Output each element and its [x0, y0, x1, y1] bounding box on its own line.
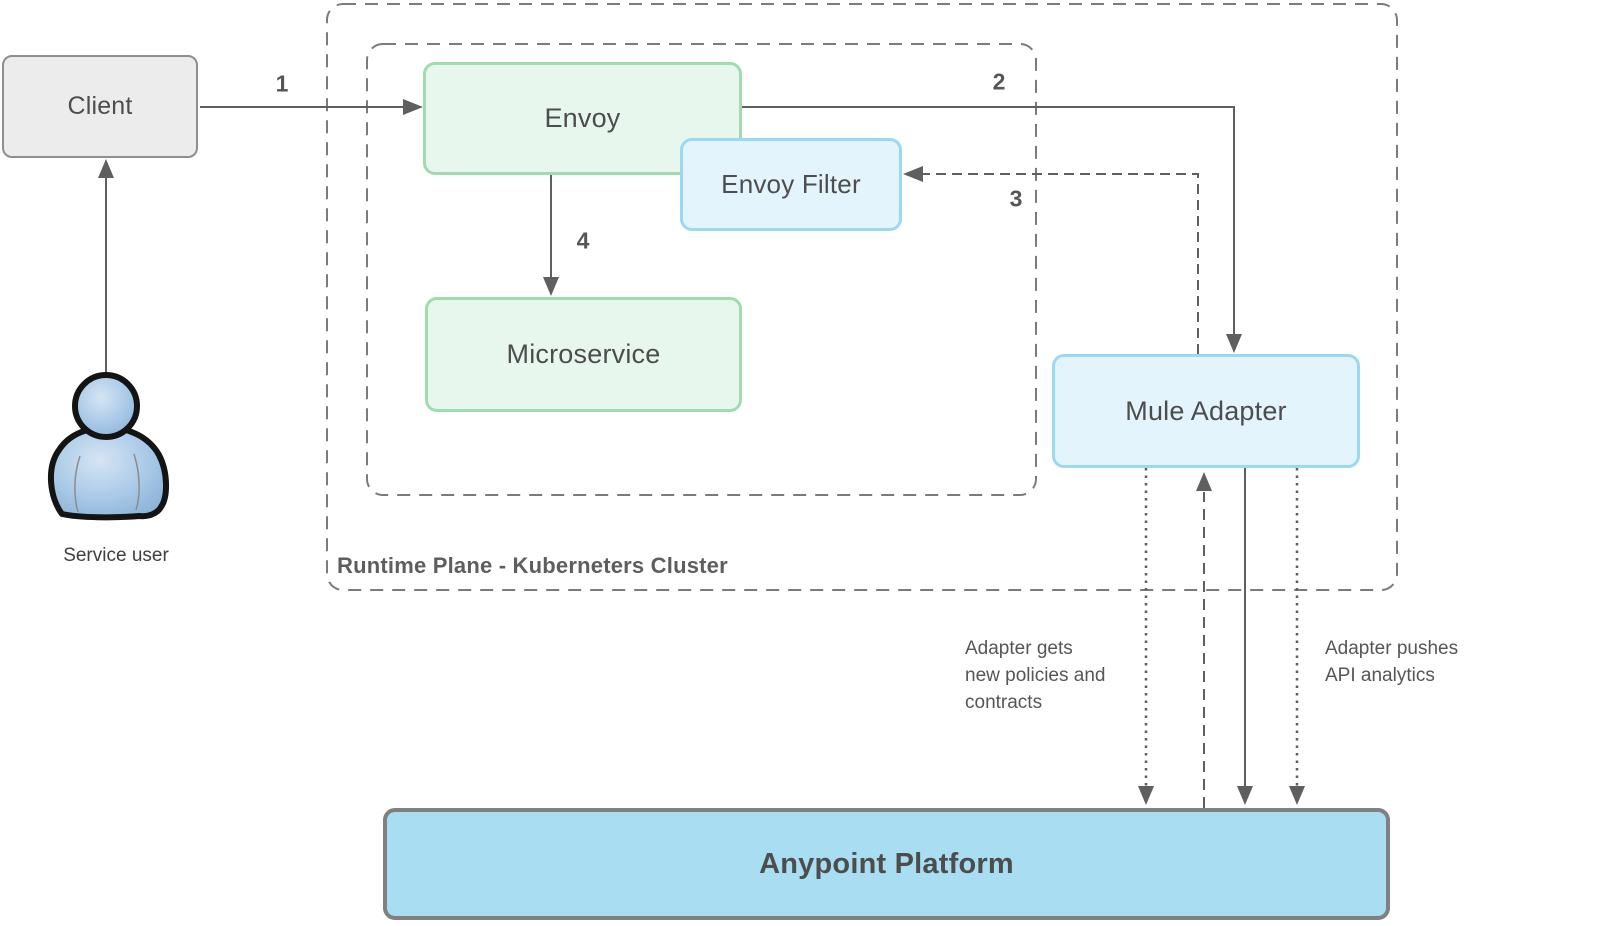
inner-mesh-border: [366, 43, 1037, 496]
mule-adapter-node: Mule Adapter: [1052, 354, 1360, 468]
service-user-caption: Service user: [63, 545, 169, 566]
envoy-label: Envoy: [544, 103, 621, 133]
annotation-push-analytics: Adapter pushes API analytics: [1325, 638, 1459, 686]
anypoint-platform-label: Anypoint Platform: [759, 847, 1014, 880]
client-node: Client: [2, 55, 198, 158]
annotation-get-policies: Adapter gets new policies and contracts: [965, 638, 1106, 713]
step-label-3: 3: [1009, 185, 1023, 212]
step-label-1: 1: [275, 70, 289, 97]
microservice-node: Microservice: [425, 297, 742, 412]
arrow-2-head: [1226, 334, 1242, 353]
arrow-user-client-head: [98, 159, 114, 178]
arrow-3-head: [903, 166, 923, 182]
envoy-filter-label: Envoy Filter: [721, 169, 861, 199]
step-label-2: 2: [992, 68, 1006, 95]
envoy-filter-node: Envoy Filter: [680, 138, 902, 231]
runtime-plane-border: [326, 3, 1398, 591]
analytics-dotted-head: [1289, 786, 1305, 805]
arrow-2-line: [742, 106, 1235, 335]
runtime-plane-caption: Runtime Plane - Kuberneters Cluster: [337, 553, 728, 578]
arrow-1-head: [403, 99, 423, 115]
analytics-solid-head: [1237, 786, 1253, 805]
client-label: Client: [67, 92, 133, 120]
person-icon: [47, 372, 169, 521]
arrow-3-line: [922, 173, 1199, 354]
policies-dotted-head: [1138, 786, 1154, 805]
arrow-4-head: [543, 277, 559, 296]
anypoint-platform-node: Anypoint Platform: [383, 808, 1390, 920]
policies-dashed-up-head: [1196, 472, 1212, 491]
mule-adapter-label: Mule Adapter: [1125, 395, 1287, 426]
microservice-label: Microservice: [506, 339, 661, 369]
step-label-4: 4: [576, 227, 590, 254]
